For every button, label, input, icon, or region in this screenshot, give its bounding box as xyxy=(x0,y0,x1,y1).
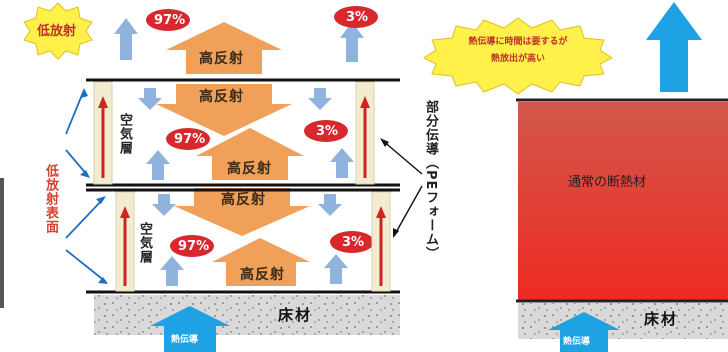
banner-line-2: 熱放出が高い xyxy=(490,54,545,64)
high-reflection-arrow-down xyxy=(174,188,310,236)
high-reflection-arrow-down xyxy=(156,84,292,136)
banner-line-1: 熱伝導に時間は要するが xyxy=(468,37,568,47)
heat-conduction-label: 熱伝導 xyxy=(171,335,199,345)
high-reflection-arrow-up xyxy=(166,22,282,74)
pct-oval xyxy=(146,9,190,31)
high-reflection-label: 高反射 xyxy=(199,89,244,105)
reflect-percentage: 97% xyxy=(174,132,206,147)
heat-conduction-arrow xyxy=(548,312,620,352)
pass-percentage: 3% xyxy=(342,235,365,250)
normal-insulation-block xyxy=(518,102,728,300)
pass-percentage: 3% xyxy=(346,10,369,25)
star-burst-icon xyxy=(423,17,613,95)
reflect-percentage: 97% xyxy=(154,13,186,28)
pct-oval xyxy=(166,128,210,150)
pct-oval xyxy=(334,6,378,28)
high-reflection-label: 高反射 xyxy=(240,267,285,283)
partial-conduction-label: 部分伝導（PEフォーム） xyxy=(423,100,438,261)
pct-oval xyxy=(304,120,348,142)
high-reflection-label: 高反射 xyxy=(199,51,244,67)
high-reflection-label: 高反射 xyxy=(227,161,272,177)
heat-conduction-label: 熱伝導 xyxy=(563,337,591,347)
air-layer-label: 空気層 xyxy=(137,222,152,264)
high-reflection-arrow-up xyxy=(212,238,310,286)
up-arrow-icon xyxy=(330,148,354,178)
air-layer-label: 空気層 xyxy=(117,113,132,155)
floor-label: 床材 xyxy=(278,306,313,324)
pass-percentage: 3% xyxy=(316,124,339,139)
floor-label: 床材 xyxy=(644,310,679,328)
up-arrow-icon xyxy=(324,254,348,284)
down-arrow-icon xyxy=(308,88,332,110)
low-emission-badge-label: 低放射 xyxy=(37,24,77,39)
heat-conduction-arrow xyxy=(150,306,230,352)
red-up-arrow-icon xyxy=(98,96,108,178)
floor-slab xyxy=(94,295,400,335)
red-up-arrow-icon xyxy=(360,96,370,178)
pct-oval xyxy=(330,231,374,253)
up-arrow-icon xyxy=(114,18,138,60)
floor-slab xyxy=(518,303,728,339)
down-arrow-icon xyxy=(318,194,342,216)
red-up-arrow-icon xyxy=(120,206,130,286)
pct-oval xyxy=(170,235,214,257)
high-reflection-arrow-up xyxy=(196,128,304,180)
normal-insulation-label: 通常の断熱材 xyxy=(568,175,647,190)
red-up-arrow-icon xyxy=(376,206,386,286)
up-arrow-icon xyxy=(340,22,364,62)
star-burst-icon xyxy=(23,2,93,60)
down-arrow-icon xyxy=(138,88,162,110)
high-reflection-label: 高反射 xyxy=(221,192,266,208)
up-arrow-icon xyxy=(146,150,170,180)
up-arrow-icon xyxy=(160,256,184,286)
down-arrow-icon xyxy=(152,194,176,216)
low-emission-surface-label: 低放射表面 xyxy=(43,164,58,234)
reflect-percentage: 97% xyxy=(178,239,210,254)
up-arrow-icon xyxy=(646,2,702,92)
